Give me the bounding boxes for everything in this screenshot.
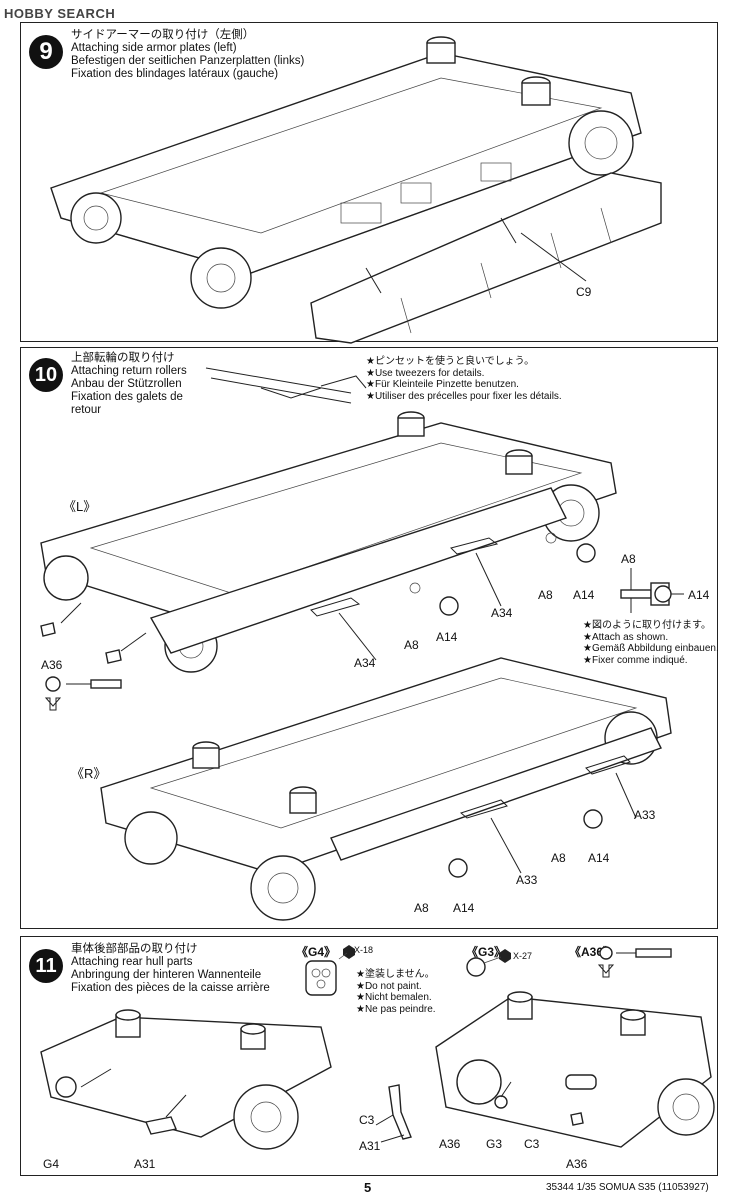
- step-10-title-fr-2: retour: [71, 404, 102, 416]
- watermark: HOBBY SEARCH: [4, 6, 115, 21]
- label-a14-4: A14: [453, 901, 475, 915]
- footer-code: 35344 1/35 SOMUA S35 (11053927): [546, 1182, 709, 1193]
- label-a31-1: A31: [134, 1157, 156, 1171]
- g4-note-en: ★Do not paint.: [356, 980, 422, 992]
- step-10-illustrations: [40, 367, 684, 921]
- page-number: 5: [364, 1180, 372, 1195]
- label-a14-2: A14: [436, 630, 458, 644]
- step-11-number: 11: [29, 949, 63, 983]
- label-a34-1: A34: [491, 606, 513, 620]
- label-c3-1: C3: [359, 1113, 375, 1127]
- step-10-panel: 10 上部転輪の取り付け Attaching return rollers An…: [20, 347, 719, 929]
- g4-paint-code: X-18: [354, 945, 374, 955]
- g4-note-jp: ★塗装しません。: [356, 969, 435, 980]
- label-a8-2: A8: [404, 638, 419, 652]
- step-10-tips: ★ピンセットを使うと良いでしょう。 ★Use tweezers for deta…: [366, 356, 562, 402]
- step-10-title-jp: 上部転輪の取り付け: [71, 352, 175, 364]
- label-g3: G3: [486, 1137, 503, 1151]
- step-9-title-jp: サイドアーマーの取り付け（左側）: [71, 29, 255, 41]
- label-a34-2: A34: [354, 656, 376, 670]
- label-a8-4: A8: [414, 901, 429, 915]
- tip-de: ★Für Kleinteile Pinzette benutzen.: [366, 379, 519, 390]
- step-10-title: 上部転輪の取り付け Attaching return rollers Anbau…: [71, 352, 187, 417]
- label-a33-2: A33: [516, 873, 538, 887]
- watermark-text: HOBBY SEARCH: [4, 6, 116, 21]
- step-9-title-de: Befestigen der seitlichen Panzerplatten …: [71, 55, 305, 67]
- label-a8-1: A8: [538, 588, 553, 602]
- step-11-title-de: Anbringung der hinteren Wannenteile: [71, 969, 262, 981]
- step-11-title: 車体後部部品の取り付け Attaching rear hull parts An…: [71, 943, 270, 995]
- label-detail-a14: A14: [688, 588, 710, 602]
- label-a36-step10: A36: [41, 658, 63, 672]
- label-a8-3: A8: [551, 851, 566, 865]
- step-9-number: 9: [29, 35, 63, 69]
- g4-note-de: ★Nicht bemalen.: [356, 992, 432, 1003]
- step-9-title-fr: Fixation des blindages latéraux (gauche): [71, 68, 279, 80]
- label-a31-2: A31: [359, 1139, 381, 1153]
- step-10-title-en: Attaching return rollers: [71, 365, 187, 377]
- attach-note: ★図のように取り付けます。 ★Attach as shown. ★Gemäß A…: [583, 620, 719, 666]
- attach-note-de: ★Gemäß Abbildung einbauen.: [583, 643, 719, 654]
- step-9-title: サイドアーマーの取り付け（左側） Attaching side armor pl…: [71, 29, 304, 81]
- side-right-marker: 《R》: [71, 766, 107, 781]
- step-11-panel: 11 車体後部部品の取り付け Attaching rear hull parts…: [20, 936, 718, 1176]
- step-9-panel: 9 サイドアーマーの取り付け（左側） Attaching side armor …: [20, 22, 718, 344]
- step-11-illustrations: [40, 945, 715, 1150]
- step-11-title-jp: 車体後部部品の取り付け: [71, 943, 198, 955]
- label-a36-2-step11: A36: [566, 1157, 588, 1171]
- label-g4: G4: [43, 1157, 60, 1171]
- step-11-title-en: Attaching rear hull parts: [71, 956, 193, 968]
- tip-jp: ★ピンセットを使うと良いでしょう。: [366, 356, 535, 367]
- label-a33-1: A33: [634, 808, 656, 822]
- g3-paint-code: X-27: [513, 951, 533, 961]
- step-10-title-fr-1: Fixation des galets de: [71, 391, 183, 403]
- attach-note-fr: ★Fixer comme indiqué.: [583, 654, 688, 666]
- step-10-number: 10: [29, 358, 63, 392]
- tip-en: ★Use tweezers for details.: [366, 367, 485, 379]
- attach-note-jp: ★図のように取り付けます。: [583, 620, 711, 631]
- g4-header: 《G4》: [296, 945, 337, 959]
- g3-header: 《G3》: [466, 945, 507, 959]
- label-detail-a8: A8: [621, 552, 636, 566]
- label-a14-3: A14: [588, 851, 610, 865]
- g4-note-fr: ★Ne pas peindre.: [356, 1003, 436, 1015]
- label-a36-1-step11: A36: [439, 1137, 461, 1151]
- step-9-title-en: Attaching side armor plates (left): [71, 42, 237, 54]
- step-10-title-de: Anbau der Stützrollen: [71, 378, 182, 390]
- step-9-hull-illustration: [50, 36, 662, 344]
- label-c9: C9: [576, 285, 592, 299]
- label-c3-2: C3: [524, 1137, 540, 1151]
- tip-fr: ★Utiliser des précelles pour fixer les d…: [366, 390, 562, 402]
- label-a14-1: A14: [573, 588, 595, 602]
- side-left-marker: 《L》: [63, 499, 97, 514]
- step-11-title-fr: Fixation des pièces de la caisse arrière: [71, 982, 270, 994]
- g4-notes: ★塗装しません。 ★Do not paint. ★Nicht bemalen. …: [356, 969, 436, 1015]
- attach-note-en: ★Attach as shown.: [583, 631, 669, 643]
